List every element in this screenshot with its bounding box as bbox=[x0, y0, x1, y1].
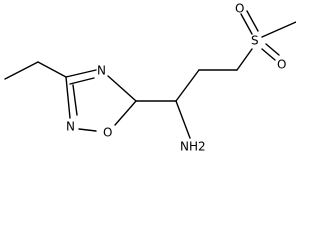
atom-sulfur: S bbox=[251, 34, 259, 48]
bond-c3-n4-inner bbox=[69, 77, 95, 85]
atom-o-sulfonyl-lower: O bbox=[277, 58, 286, 72]
bond-s-o-lower-b bbox=[261, 48, 276, 61]
bond-n4-c5 bbox=[107, 75, 137, 102]
bond-o1-n2 bbox=[78, 128, 97, 132]
molecule-structure: N N O NH2 S O O bbox=[4, 2, 296, 154]
bond-n2-c3-inner bbox=[72, 84, 78, 116]
bond-c5-o1 bbox=[114, 100, 137, 126]
atom-amine: NH2 bbox=[180, 140, 206, 154]
bond-chiral-ch2 bbox=[175, 69, 200, 102]
atom-o-sulfonyl-upper: O bbox=[235, 2, 244, 16]
atom-n-lower: N bbox=[66, 120, 75, 134]
bond-s-o-lower-a bbox=[265, 43, 280, 56]
bond-c3-n4-outer bbox=[65, 69, 97, 78]
bond-sulfur-methyl bbox=[261, 21, 296, 38]
atom-n-upper: N bbox=[97, 64, 106, 78]
atom-o-ring: O bbox=[103, 126, 112, 140]
bond-s-o-upper-a bbox=[240, 13, 253, 35]
bond-isopropyl-methyl-left bbox=[4, 61, 39, 80]
bond-ch2-sulfur bbox=[236, 48, 253, 71]
bond-chiral-amine bbox=[175, 100, 191, 139]
bond-s-o-upper-b bbox=[246, 10, 259, 32]
bond-isopropyl-methyl-right bbox=[37, 61, 67, 78]
bond-n2-c3-outer bbox=[65, 76, 71, 119]
